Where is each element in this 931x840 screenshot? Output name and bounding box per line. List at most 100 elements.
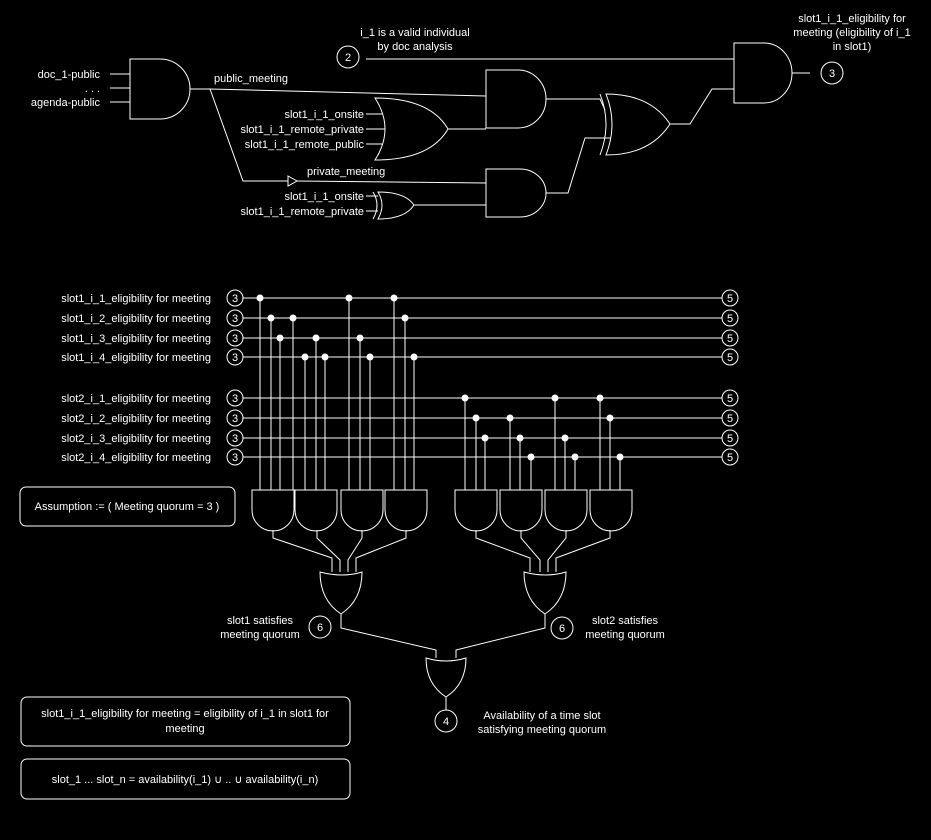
junction-dot (301, 353, 309, 361)
output-caption-line1: slot1_i_1_eligibility for (798, 13, 906, 25)
junction-dot (256, 294, 264, 302)
union-box: slot_1 ... slot_n = availability(i_1) ∪ … (20, 758, 351, 800)
junction-dot (506, 414, 514, 422)
slot2-quorum-connector (550, 616, 574, 640)
svg-text:2: 2 (345, 52, 351, 64)
junction-dot (461, 394, 469, 402)
eligibility-row-label: slot1_i_4_eligibility for meeting (61, 352, 211, 364)
eligibility-row-label: slot1_i_1_eligibility for meeting (61, 293, 211, 305)
row-input-number: 3 (232, 452, 238, 464)
junction-dot (561, 434, 569, 442)
row-output-number: 5 (727, 433, 733, 445)
public-meeting-label: public_meeting (214, 73, 288, 85)
junction-dot (616, 453, 624, 461)
and-gate-quorum (454, 489, 498, 532)
or-input-onsite: slot1_i_1_onsite (284, 109, 364, 121)
junction-dot (276, 334, 284, 342)
row-input-number: 3 (232, 313, 238, 325)
top-circuit: doc_1-public . . . agenda-public public_… (31, 13, 911, 220)
eligibility-bus: slot1_i_1_eligibility for meeting 3 5 slot1… (61, 289, 739, 466)
availability-connector (434, 709, 458, 733)
or-input-remote-private: slot1_i_1_remote_private (240, 124, 364, 136)
junction-dot (321, 353, 329, 361)
input-agenda-public: agenda-public (31, 97, 101, 109)
row-output-number: 5 (727, 293, 733, 305)
slot2-quorum-caption-line1: slot2 satisfies (592, 615, 659, 627)
row-input-number: 3 (232, 433, 238, 445)
and-gate-quorum (384, 489, 428, 532)
junction-dot (401, 314, 409, 322)
junction-dot (345, 294, 353, 302)
output-connector-3 (820, 61, 844, 85)
junction-dot (289, 314, 297, 322)
slot1-quorum-caption-line2: meeting quorum (220, 629, 300, 641)
assumption-text: Assumption := ( Meeting quorum = 3 ) (35, 501, 220, 513)
definition-text-line2: meeting (165, 723, 204, 735)
quorum-or-tree: 6 slot1 satisfies meeting quorum 6 slot2… (220, 530, 665, 736)
row-output-number: 5 (727, 352, 733, 364)
not-gate-triangle (287, 175, 299, 187)
row-output-connector (721, 289, 739, 307)
junction-dot (472, 414, 480, 422)
row-input-number: 3 (232, 333, 238, 345)
xor-input-remote-private: slot1_i_1_remote_private (240, 206, 364, 218)
slot2-quorum-caption-line2: meeting quorum (585, 629, 665, 641)
and-gate-quorum (340, 489, 384, 532)
and-gate-quorum (251, 489, 295, 532)
output-caption-line2: meeting (eligibility of i_1 (793, 27, 910, 39)
and-gate-quorum (294, 489, 338, 532)
junction-dot (312, 334, 320, 342)
slot1-quorum-connector (308, 615, 332, 639)
connector-2-caption-line2: by doc analysis (377, 41, 453, 53)
eligibility-row-label: slot2_i_4_eligibility for meeting (61, 452, 211, 464)
svg-text:6: 6 (559, 623, 565, 635)
connector-2-caption-line1: i_1 is a valid individual (360, 27, 469, 39)
junction-dot (596, 394, 604, 402)
or-gate-attendance (374, 97, 449, 161)
and-gate-quorum (589, 489, 633, 532)
union-text: slot_1 ... slot_n = availability(i_1) ∪ … (52, 774, 318, 786)
input-ellipsis: . . . (85, 83, 100, 95)
and-gate-public-check (129, 58, 191, 120)
and-gate-quorum (499, 489, 543, 532)
slot1-quorum-caption-line1: slot1 satisfies (227, 615, 294, 627)
or-gate-slot2-quorum (523, 571, 567, 615)
availability-caption-line2: satisfying meeting quorum (478, 724, 606, 736)
junction-dot (516, 434, 524, 442)
row-output-number: 5 (727, 452, 733, 464)
eligibility-row-label: slot2_i_3_eligibility for meeting (61, 433, 211, 445)
assumption-box: Assumption := ( Meeting quorum = 3 ) (19, 486, 236, 527)
row-output-number: 5 (727, 313, 733, 325)
eligibility-row-label: slot2_i_1_eligibility for meeting (61, 393, 211, 405)
or-gate-availability (425, 657, 467, 698)
xor-gate-combiner (605, 93, 671, 156)
row-output-connector (721, 429, 739, 447)
junction-dot (410, 353, 418, 361)
row-input-number: 3 (232, 352, 238, 364)
input-doc-1-public: doc_1-public (38, 69, 101, 81)
junction-dot (390, 294, 398, 302)
row-output-connector (721, 409, 739, 427)
junction-dot (527, 453, 535, 461)
svg-text:6: 6 (317, 622, 323, 634)
xor-input-onsite: slot1_i_1_onsite (284, 191, 364, 203)
row-output-number: 5 (727, 413, 733, 425)
row-output-number: 5 (727, 393, 733, 405)
and-gate-public-path (485, 69, 547, 129)
junction-dot (551, 394, 559, 402)
junction-dot (356, 334, 364, 342)
bus-taps (256, 294, 624, 490)
row-output-connector (721, 448, 739, 466)
private-meeting-label: private_meeting (307, 166, 385, 178)
availability-caption-line1: Availability of a time slot (483, 710, 600, 722)
svg-text:3: 3 (829, 68, 835, 80)
and-gate-quorum (544, 489, 588, 532)
row-input-number: 3 (232, 393, 238, 405)
connector-2 (336, 45, 360, 69)
row-output-connector (721, 309, 739, 327)
junction-dot (606, 414, 614, 422)
quorum-and-gates (251, 489, 633, 532)
junction-dot (366, 353, 374, 361)
svg-text:4: 4 (443, 716, 449, 728)
